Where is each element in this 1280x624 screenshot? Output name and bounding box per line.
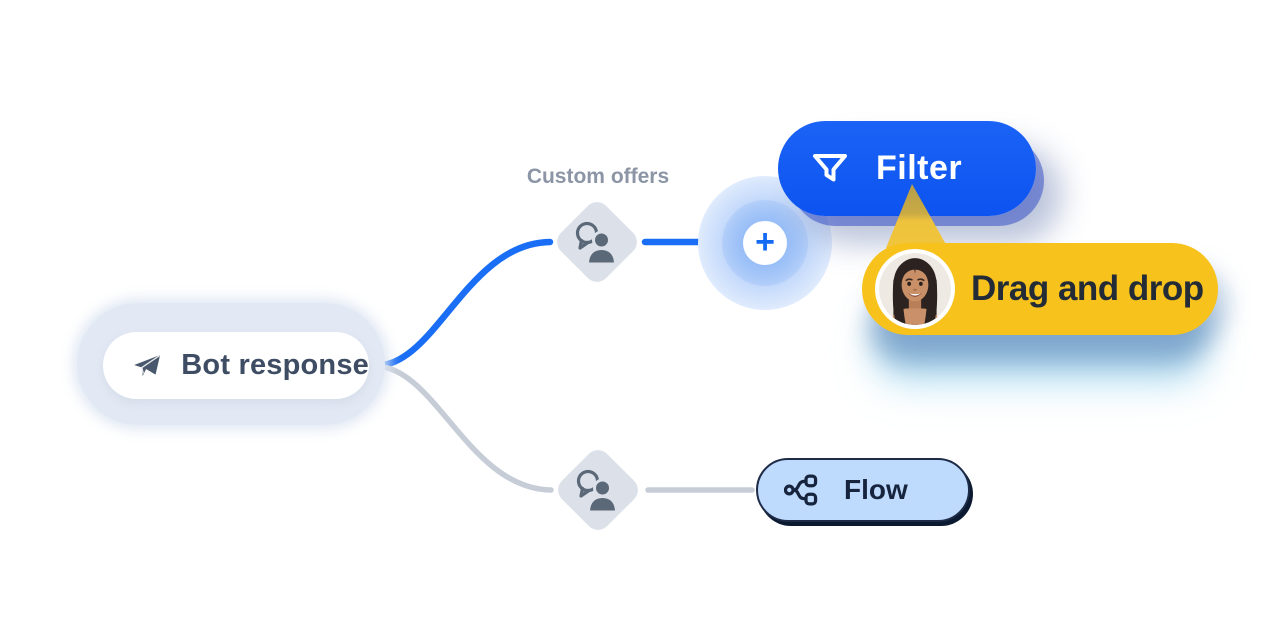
branch-label: Custom offers bbox=[526, 165, 670, 188]
bot-response-label: Bot response bbox=[181, 349, 369, 381]
plus-icon: + bbox=[755, 222, 775, 261]
avatar bbox=[875, 249, 955, 329]
drag-and-drop-label: Drag and drop bbox=[971, 269, 1204, 308]
add-node-ring: + bbox=[722, 200, 808, 286]
paper-plane-icon bbox=[134, 354, 161, 376]
avatar-portrait bbox=[879, 253, 951, 325]
connector-blue-curve bbox=[379, 238, 554, 369]
add-node-button[interactable]: + bbox=[743, 221, 787, 265]
flow-label: Flow bbox=[844, 474, 908, 505]
drag-and-drop-tooltip[interactable]: Drag and drop bbox=[862, 243, 1218, 335]
flow-block[interactable]: Flow bbox=[756, 458, 970, 522]
filter-label: Filter bbox=[876, 149, 963, 187]
funnel-icon bbox=[813, 153, 847, 181]
connector-gray-curve bbox=[380, 364, 554, 493]
branch-icon bbox=[784, 474, 818, 506]
bot-response-node[interactable]: Bot response bbox=[103, 332, 369, 399]
